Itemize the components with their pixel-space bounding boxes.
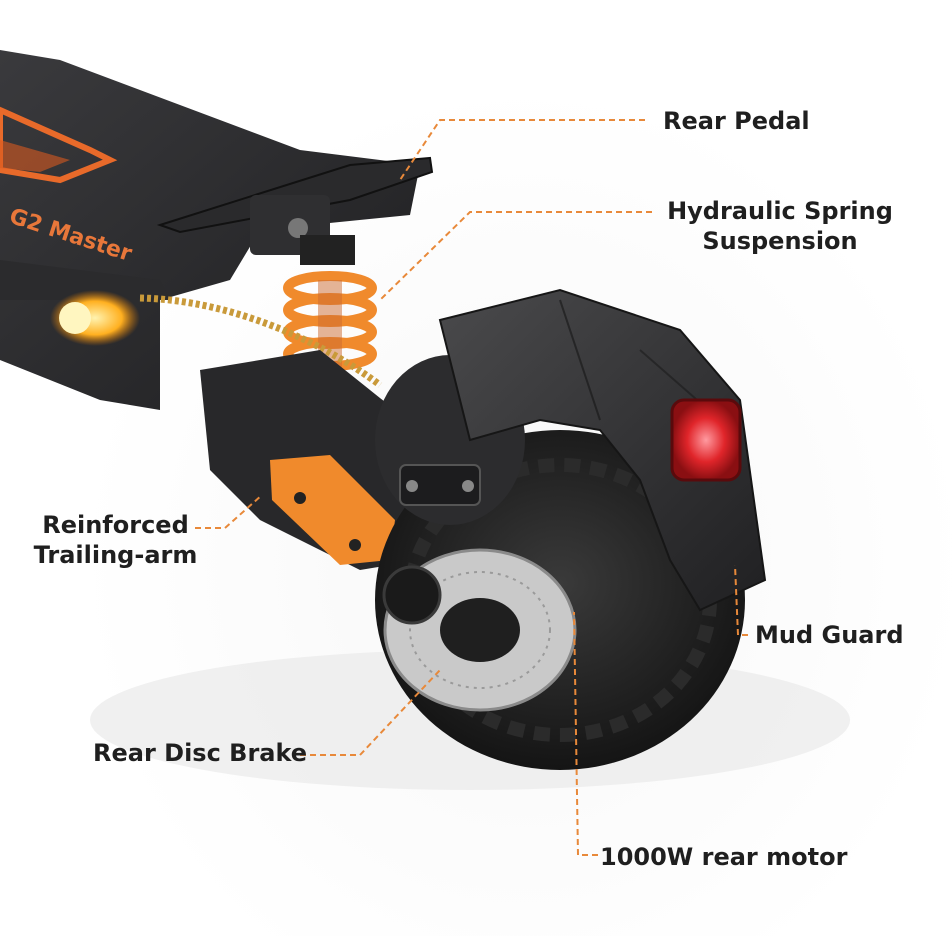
leader-suspension xyxy=(379,211,652,301)
label-mud-guard: Mud Guard xyxy=(755,621,904,649)
label-trailing-arm-line1: Reinforced xyxy=(42,511,189,539)
leader-motor xyxy=(573,611,598,856)
brake-cable xyxy=(139,294,383,388)
axle-nut xyxy=(382,565,442,625)
leader-mud-guard xyxy=(734,564,748,636)
leader-lines xyxy=(195,119,748,856)
label-rear-pedal: Rear Pedal xyxy=(663,107,810,135)
label-suspension-line1: Hydraulic Spring xyxy=(667,197,893,225)
label-suspension: Hydraulic Spring Suspension xyxy=(665,196,895,256)
trailing-arm xyxy=(200,350,420,570)
label-trailing-arm: Reinforced Trailing-arm xyxy=(28,510,203,570)
label-motor: 1000W rear motor xyxy=(600,843,848,871)
leader-disc-brake xyxy=(300,669,441,756)
brake-caliper xyxy=(399,464,481,506)
label-disc-brake: Rear Disc Brake xyxy=(93,739,308,767)
tail-light xyxy=(670,398,742,482)
scooter-deck: G2 Master xyxy=(0,50,420,410)
label-trailing-arm-line2: Trailing-arm xyxy=(33,541,198,569)
label-suspension-line2: Suspension xyxy=(702,227,858,255)
suspension-spring xyxy=(283,235,377,371)
leader-rear-pedal xyxy=(399,119,645,181)
leader-trailing-arm xyxy=(195,494,263,529)
